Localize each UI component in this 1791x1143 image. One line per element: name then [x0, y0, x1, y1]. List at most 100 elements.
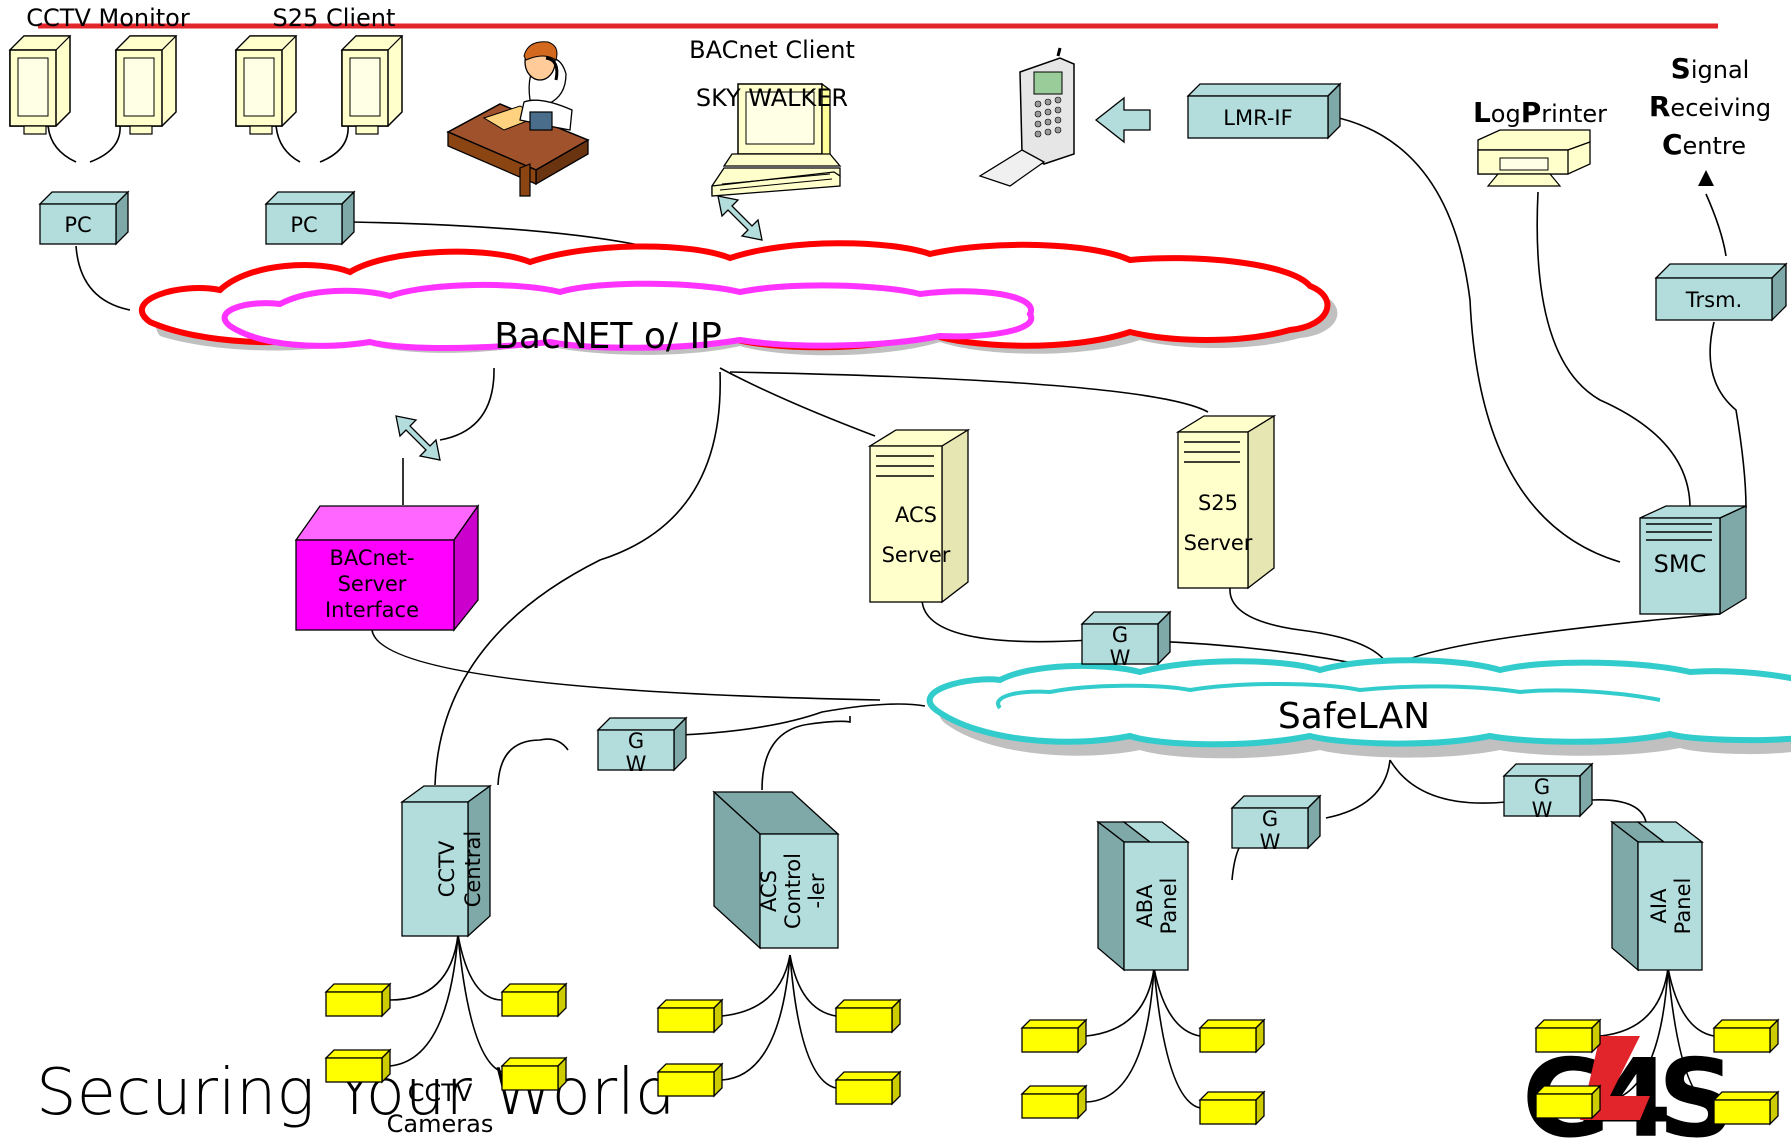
safelan-cloud: SafeLAN: [926, 657, 1791, 759]
camera-sensor: [325, 1049, 391, 1083]
aba-panel-line1: ABA: [1133, 884, 1157, 928]
bacnet-server-double-arrow: [395, 415, 441, 461]
arrow-to-phone: [1094, 96, 1151, 144]
acs-sensor: [835, 1071, 901, 1105]
aia-sensor: [1713, 1019, 1779, 1053]
log-printer-rinter: rinter: [1541, 100, 1607, 128]
lmr-if-label: LMR-IF: [1223, 106, 1292, 130]
src-ignal: ignal: [1691, 56, 1750, 84]
pc-box-1: PC: [38, 190, 130, 246]
aba-sensor: [1199, 1019, 1265, 1053]
src-s: S: [1671, 52, 1691, 85]
smc-label: SMC: [1654, 550, 1707, 578]
log-printer-l: L: [1473, 96, 1491, 129]
gateway-cctv-g: G: [628, 729, 644, 753]
cctv-monitor-group: CCTV Monitor: [9, 4, 190, 135]
gateway-aia-w: W: [1532, 798, 1553, 822]
aia-sensor: [1535, 1085, 1601, 1119]
cctv-central-line2: Central: [461, 831, 485, 907]
src-eceiving: eceiving: [1670, 94, 1771, 122]
aba-sensor: [1199, 1091, 1265, 1125]
src-r: R: [1649, 90, 1671, 123]
aba-sensors: [1021, 1019, 1265, 1125]
acs-sensor: [657, 1063, 723, 1097]
acs-controller-line2: Control: [781, 853, 805, 929]
pc-box-2: PC: [264, 190, 356, 246]
acs-server-line1: ACS: [895, 503, 937, 527]
gateway-aia: G W: [1503, 763, 1593, 822]
acs-sensors: [657, 999, 901, 1105]
s25-client-label: S25 Client: [273, 4, 396, 32]
s25-server-line1: S25: [1198, 491, 1238, 515]
cctv-cameras-line1: CCTV: [408, 1079, 473, 1107]
gateway-top-g: G: [1112, 623, 1128, 647]
log-printer-p: P: [1521, 96, 1542, 129]
aia-panel-line2: Panel: [1671, 878, 1695, 935]
operator-icon: [446, 41, 590, 197]
trsm-box: Trsm.: [1654, 262, 1788, 322]
g4s-logo: G4S: [1522, 1036, 1742, 1143]
cctv-monitor-label: CCTV Monitor: [26, 4, 190, 32]
signal-receiving-line3: Centre: [1662, 128, 1746, 161]
s25-server-line2: Server: [1184, 531, 1253, 555]
acs-controller-line3: -ler: [805, 873, 829, 908]
log-printer-label: LogPrinter: [1473, 96, 1607, 129]
bacnet-server-line1: BACnet-: [329, 546, 414, 570]
bacnet-network-label: BacNET o/ IP: [494, 316, 722, 357]
sky-walker-label: SKY WALKER: [696, 84, 848, 112]
gateway-aba: G W: [1231, 795, 1321, 854]
smc-tower: SMC: [1639, 504, 1747, 616]
gateway-cctv-w: W: [626, 752, 647, 776]
camera-sensor: [501, 983, 567, 1017]
aba-panel: ABA Panel: [1096, 820, 1190, 972]
signal-receiving-line1: Signal: [1671, 52, 1750, 85]
aba-sensor: [1021, 1019, 1087, 1053]
pc-1-label: PC: [64, 213, 91, 237]
bacnet-client-computer: BACnet Client SKY WALKER: [689, 36, 855, 197]
pc-2-label: PC: [290, 213, 317, 237]
camera-sensor: [501, 1057, 567, 1091]
signal-receiving-line2: Receiving: [1649, 90, 1771, 123]
upward-arrow-icon: [1698, 170, 1714, 186]
aia-sensor: [1713, 1091, 1779, 1125]
acs-server-line2: Server: [882, 543, 951, 567]
log-printer: LogPrinter: [1473, 96, 1607, 187]
bacnet-client-label: BACnet Client: [689, 36, 855, 64]
bacnet-cloud: BacNET o/ IP: [139, 240, 1338, 357]
s25-server-tower: S25 Server: [1175, 414, 1277, 590]
gateway-top-w: W: [1110, 646, 1131, 670]
gateway-cctv: G W: [597, 717, 687, 776]
bacnet-server-line3: Interface: [325, 598, 419, 622]
gateway-top: G W: [1081, 611, 1171, 670]
trsm-label: Trsm.: [1685, 288, 1742, 312]
log-printer-og: og: [1491, 100, 1521, 128]
signal-receiving-centre: Signal Receiving Centre: [1649, 52, 1771, 186]
gateway-aia-g: G: [1534, 775, 1550, 799]
src-entre: entre: [1683, 132, 1747, 160]
src-c: C: [1662, 128, 1683, 161]
camera-sensor: [325, 983, 391, 1017]
cctv-central-line1: CCTV: [435, 840, 459, 897]
gateway-aba-g: G: [1262, 807, 1278, 831]
aia-panel: AIA Panel: [1610, 820, 1704, 972]
aia-sensor: [1535, 1019, 1601, 1053]
cctv-cameras: CCTV Cameras: [325, 983, 567, 1138]
mobile-phone-icon: [978, 47, 1075, 187]
cctv-central: CCTV Central: [400, 784, 492, 938]
acs-sensor: [657, 999, 723, 1033]
acs-controller-line1: ACS: [757, 870, 781, 912]
bacnet-client-double-arrow: [717, 195, 763, 241]
safelan-network-label: SafeLAN: [1278, 696, 1430, 737]
bacnet-server-interface: BACnet- Server Interface: [294, 503, 480, 632]
acs-server-tower: ACS Server: [867, 428, 971, 604]
s25-client-group: S25 Client: [235, 4, 403, 135]
lmr-if-box: LMR-IF: [1186, 82, 1342, 140]
acs-controller: ACS Control -ler: [712, 790, 840, 950]
cctv-cameras-line2: Cameras: [387, 1110, 494, 1138]
gateway-aba-w: W: [1260, 830, 1281, 854]
bacnet-server-line2: Server: [338, 572, 407, 596]
aia-panel-line1: AIA: [1647, 888, 1671, 924]
aba-sensor: [1021, 1085, 1087, 1119]
acs-sensor: [835, 999, 901, 1033]
